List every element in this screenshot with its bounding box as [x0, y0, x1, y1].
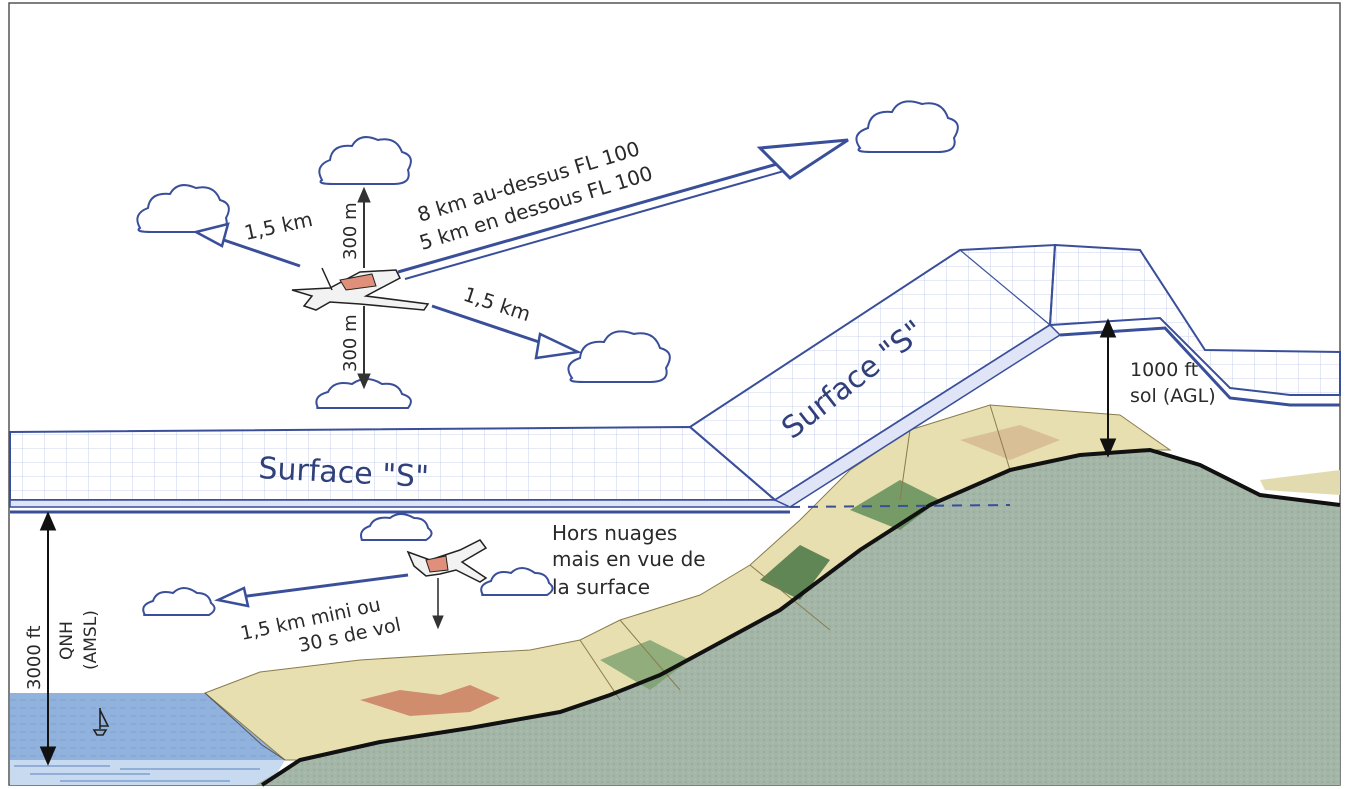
label-hors-line2: mais en vue de [552, 547, 706, 571]
label-agl-value: 1000 ft [1130, 359, 1198, 381]
cloud-icon [318, 136, 412, 185]
arrow-low-left [231, 573, 409, 600]
cloud-icon [315, 378, 412, 409]
hill-body [255, 450, 1340, 785]
label-vert-up: 300 m [340, 202, 361, 260]
cloud-icon [855, 100, 959, 153]
arrow-long-right [397, 156, 799, 274]
arrow-right-down [431, 304, 546, 346]
ground-line [260, 447, 1341, 787]
arrow-left [211, 234, 301, 268]
label-amsl-value: 3000 ft [24, 625, 45, 690]
distance-arrows [39, 138, 1117, 766]
label-hors-line3: la surface [552, 575, 650, 599]
surface-s-layer [9, 243, 1341, 514]
label-agl-ref: sol (AGL) [1130, 385, 1216, 407]
aircraft-lower [406, 539, 488, 583]
sailboat-icon [92, 708, 110, 736]
cloud-icon [142, 587, 216, 616]
cloud-icon [567, 330, 671, 383]
cloud-icon [360, 513, 433, 541]
label-amsl-ref1: QNH [57, 621, 77, 660]
sea [10, 693, 285, 785]
surface-plateau [1048, 243, 1341, 396]
aircraft-upper [291, 267, 430, 311]
label-horiz-left: 1,5 km [242, 207, 315, 245]
terrain [204, 404, 1341, 787]
cloud-icon [480, 567, 554, 596]
clouds [136, 100, 959, 616]
airplane-icon [291, 269, 430, 311]
label-amsl-ref2: (AMSL) [81, 610, 101, 670]
label-vert-down: 300 m [340, 314, 361, 372]
label-hors-line1: Hors nuages [552, 521, 677, 545]
cloud-icon [136, 184, 230, 233]
